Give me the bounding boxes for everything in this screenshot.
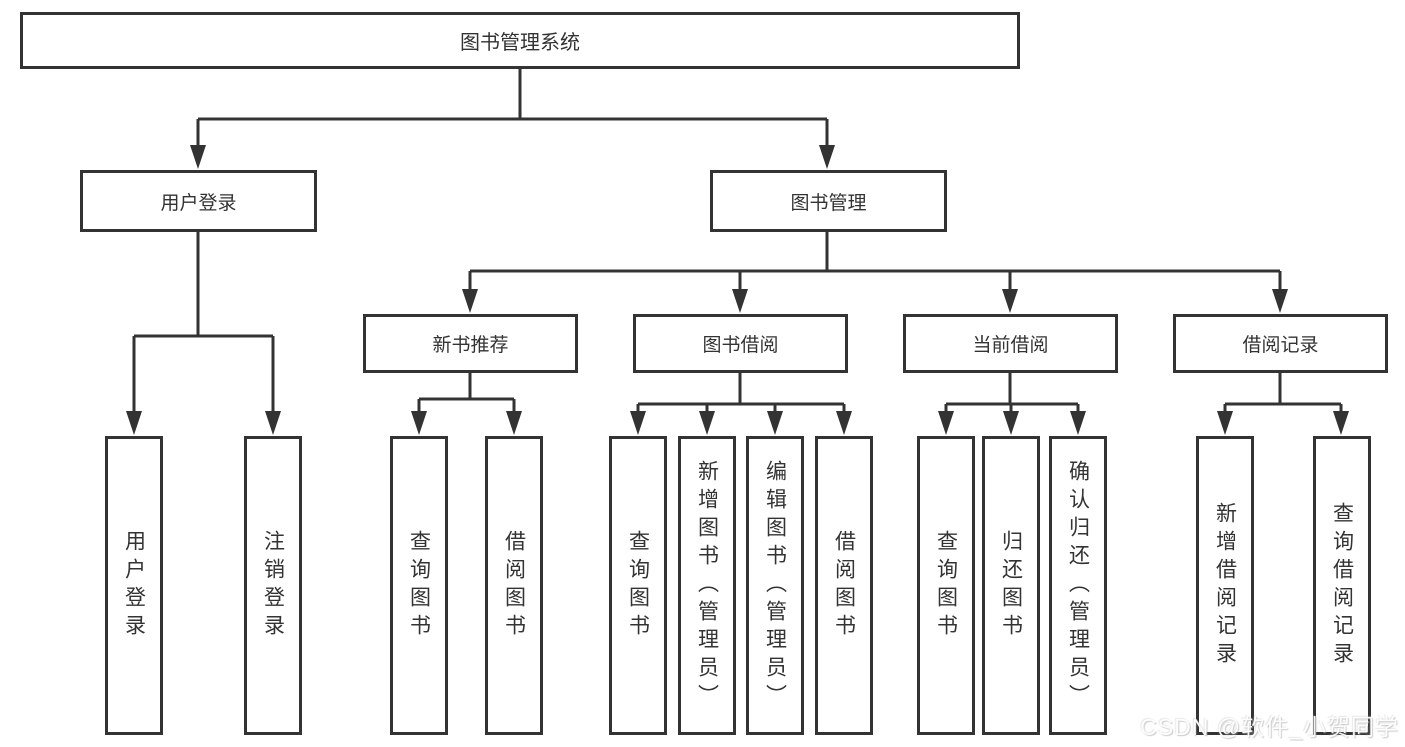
- arrow-down-icon: [732, 289, 748, 313]
- node-book-borrowing: 图书借阅: [633, 314, 848, 373]
- leaf-add-books-admin: 新增图书（管理员）: [678, 436, 736, 735]
- leaf-query-books-borrowing: 查询图书: [609, 436, 667, 735]
- connector-new-book-recommend-to-leaves: [411, 373, 522, 435]
- arrow-down-icon: [1272, 289, 1288, 313]
- connector-current-borrowing-to-leaves: [938, 373, 1086, 435]
- arrow-down-icon: [1003, 411, 1019, 435]
- arrow-down-icon: [938, 411, 954, 435]
- leaf-add-borrow-record: 新增借阅记录: [1196, 436, 1254, 735]
- arrow-down-icon: [767, 411, 783, 435]
- connector-borrow-records-to-leaves: [1217, 373, 1349, 435]
- arrow-down-icon: [1217, 411, 1233, 435]
- leaf-edit-books-admin: 编辑图书（管理员）: [746, 436, 804, 735]
- connector-user-login-to-leaves: [126, 232, 281, 435]
- connector-book-borrowing-to-leaves: [630, 373, 852, 435]
- arrow-down-icon: [819, 145, 835, 169]
- arrow-down-icon: [126, 411, 142, 435]
- connector-book-management-to-level3: [462, 232, 1288, 313]
- leaf-user-login: 用户登录: [105, 436, 163, 735]
- arrow-down-icon: [265, 411, 281, 435]
- node-new-book-recommend: 新书推荐: [363, 314, 578, 373]
- leaf-logout: 注销登录: [244, 436, 302, 735]
- arrow-down-icon: [411, 411, 427, 435]
- leaf-confirm-return-admin: 确认归还（管理员）: [1049, 436, 1107, 735]
- node-user-login: 用户登录: [80, 170, 317, 232]
- arrow-down-icon: [699, 411, 715, 435]
- leaf-return-books: 归还图书: [982, 436, 1040, 735]
- arrow-down-icon: [1002, 289, 1018, 313]
- arrow-down-icon: [190, 145, 206, 169]
- arrow-down-icon: [506, 411, 522, 435]
- arrow-down-icon: [1070, 411, 1086, 435]
- connector-root-to-level2: [190, 69, 835, 169]
- leaf-query-borrow-record: 查询借阅记录: [1313, 436, 1371, 735]
- node-borrow-records: 借阅记录: [1173, 314, 1388, 373]
- arrow-down-icon: [1333, 411, 1349, 435]
- leaf-query-books-recommend: 查询图书: [390, 436, 448, 735]
- leaf-query-books-current: 查询图书: [917, 436, 975, 735]
- leaf-borrow-books: 借阅图书: [815, 436, 873, 735]
- leaf-borrow-books-recommend: 借阅图书: [485, 436, 543, 735]
- node-root-library-system: 图书管理系统: [20, 12, 1020, 69]
- node-book-management: 图书管理: [710, 170, 947, 232]
- node-current-borrowing: 当前借阅: [903, 314, 1118, 373]
- arrow-down-icon: [630, 411, 646, 435]
- arrow-down-icon: [462, 289, 478, 313]
- arrow-down-icon: [836, 411, 852, 435]
